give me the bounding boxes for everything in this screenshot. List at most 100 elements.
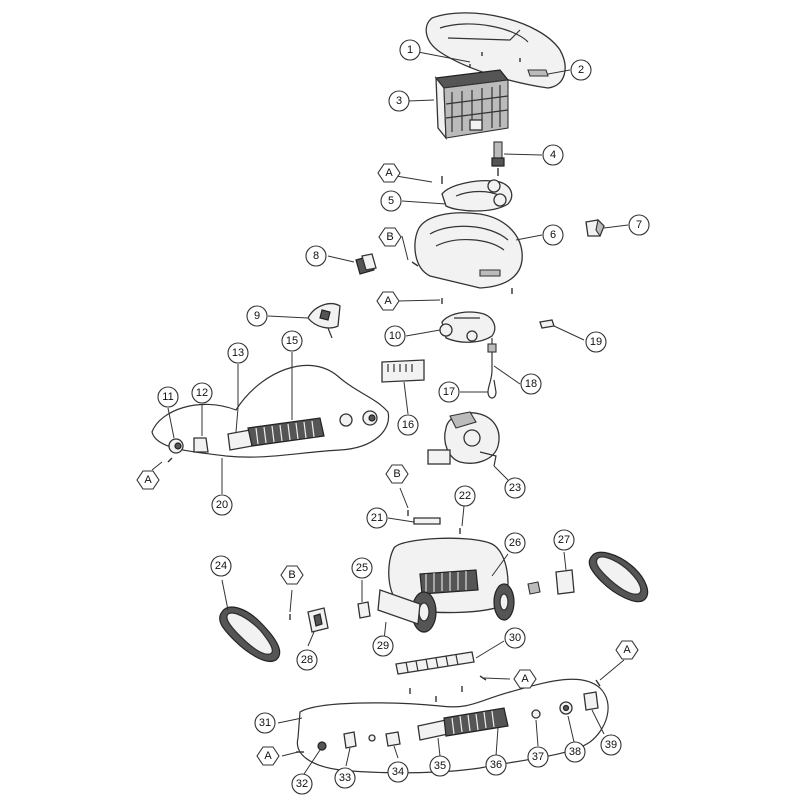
fastener-b-1-label: B [386, 231, 393, 243]
top-cover-part [425, 12, 566, 89]
callout-3: 3 [388, 90, 410, 112]
callout-23: 23 [504, 477, 526, 499]
fastener-b-2-label: B [393, 468, 400, 480]
callout-37-label: 37 [532, 751, 544, 763]
callout-36: 36 [485, 754, 507, 776]
callout-8-label: 8 [313, 250, 319, 262]
callout-16-label: 16 [402, 419, 414, 431]
upper-plate-part [441, 179, 513, 212]
side-bracket-part [527, 569, 575, 595]
callout-2-label: 2 [578, 64, 584, 76]
fastener-a-2: A [376, 291, 400, 311]
callout-15-label: 15 [286, 335, 298, 347]
callout-3-label: 3 [396, 95, 402, 107]
callout-36-label: 36 [490, 759, 502, 771]
bracket-part [307, 303, 341, 339]
bottom-brush-assembly-part [296, 678, 609, 774]
fastener-a-6: A [256, 746, 280, 766]
callout-13: 13 [227, 342, 249, 364]
fastener-b-1: B [378, 227, 402, 247]
callout-39-label: 39 [605, 739, 617, 751]
callout-5: 5 [380, 190, 402, 212]
callout-24-label: 24 [215, 560, 227, 572]
callout-29-label: 29 [377, 640, 389, 652]
callout-11-label: 11 [162, 391, 173, 403]
callout-18: 18 [520, 373, 542, 395]
chassis-part [377, 537, 515, 633]
callout-32: 32 [291, 773, 313, 795]
callout-26-label: 26 [509, 537, 521, 549]
callout-34-label: 34 [392, 766, 404, 778]
clip-part [355, 253, 377, 275]
left-brush-assembly-part [151, 364, 390, 458]
fastener-a-6-label: A [264, 750, 272, 762]
callout-28: 28 [296, 649, 318, 671]
callout-7: 7 [628, 214, 650, 236]
callout-6-label: 6 [550, 229, 556, 241]
callout-31: 31 [254, 712, 276, 734]
leader-lines [151, 51, 629, 775]
callout-9: 9 [246, 305, 268, 327]
callout-21-label: 21 [371, 512, 383, 524]
callout-5-label: 5 [388, 195, 394, 207]
callout-25-label: 25 [356, 562, 368, 574]
small-bar-part [413, 517, 441, 525]
callout-16: 16 [397, 414, 419, 436]
callout-4-label: 4 [550, 149, 556, 161]
callout-7-label: 7 [636, 219, 642, 231]
fastener-a-5: A [513, 669, 537, 689]
callout-20-label: 20 [216, 499, 228, 511]
callout-10-label: 10 [389, 330, 401, 342]
callout-23-label: 23 [509, 482, 521, 494]
callout-11: 11 [157, 386, 179, 408]
callout-27: 27 [553, 529, 575, 551]
callout-21: 21 [366, 507, 388, 529]
callout-17: 17 [438, 381, 460, 403]
callout-35: 35 [429, 755, 451, 777]
fastener-a-5-label: A [521, 673, 529, 685]
callout-22: 22 [454, 485, 476, 507]
filter-basket-part [434, 69, 510, 140]
fastener-a-4-label: A [623, 644, 631, 656]
callout-6: 6 [542, 224, 564, 246]
callout-17-label: 17 [443, 386, 455, 398]
fastener-a-2-label: A [384, 295, 392, 307]
callout-27-label: 27 [558, 534, 570, 546]
callout-26: 26 [504, 532, 526, 554]
main-housing-part [414, 212, 523, 289]
fastener-a-3: A [136, 470, 160, 490]
left-track-part [219, 606, 281, 662]
callout-9-label: 9 [254, 310, 260, 322]
callout-2: 2 [570, 59, 592, 81]
pump-motor-part [427, 411, 500, 467]
callout-38: 38 [564, 741, 586, 763]
fastener-ticks [167, 176, 601, 753]
callout-8: 8 [305, 245, 327, 267]
callout-35-label: 35 [434, 760, 446, 772]
cap-part [585, 218, 605, 238]
callout-25: 25 [351, 557, 373, 579]
right-track-part [588, 551, 649, 603]
motor-assembly-part [439, 311, 496, 343]
callout-30: 30 [504, 627, 526, 649]
callout-32-label: 32 [296, 778, 308, 790]
fastener-a-1: A [377, 163, 401, 183]
callout-1: 1 [399, 39, 421, 61]
fastener-a-4: A [615, 640, 639, 660]
small-clip-part [539, 319, 555, 329]
callout-38-label: 38 [569, 746, 581, 758]
callout-12-label: 12 [196, 387, 208, 399]
fastener-b-3: B [280, 565, 304, 585]
fastener-b-2: B [385, 464, 409, 484]
callout-20: 20 [211, 494, 233, 516]
cable-part [487, 338, 497, 399]
small-block-part [357, 601, 371, 619]
label-card-part [381, 359, 425, 383]
callout-10: 10 [384, 325, 406, 347]
callout-22-label: 22 [459, 490, 471, 502]
grate-part [395, 651, 475, 675]
callout-19: 19 [585, 331, 607, 353]
callout-29: 29 [372, 635, 394, 657]
callout-13-label: 13 [232, 347, 244, 359]
